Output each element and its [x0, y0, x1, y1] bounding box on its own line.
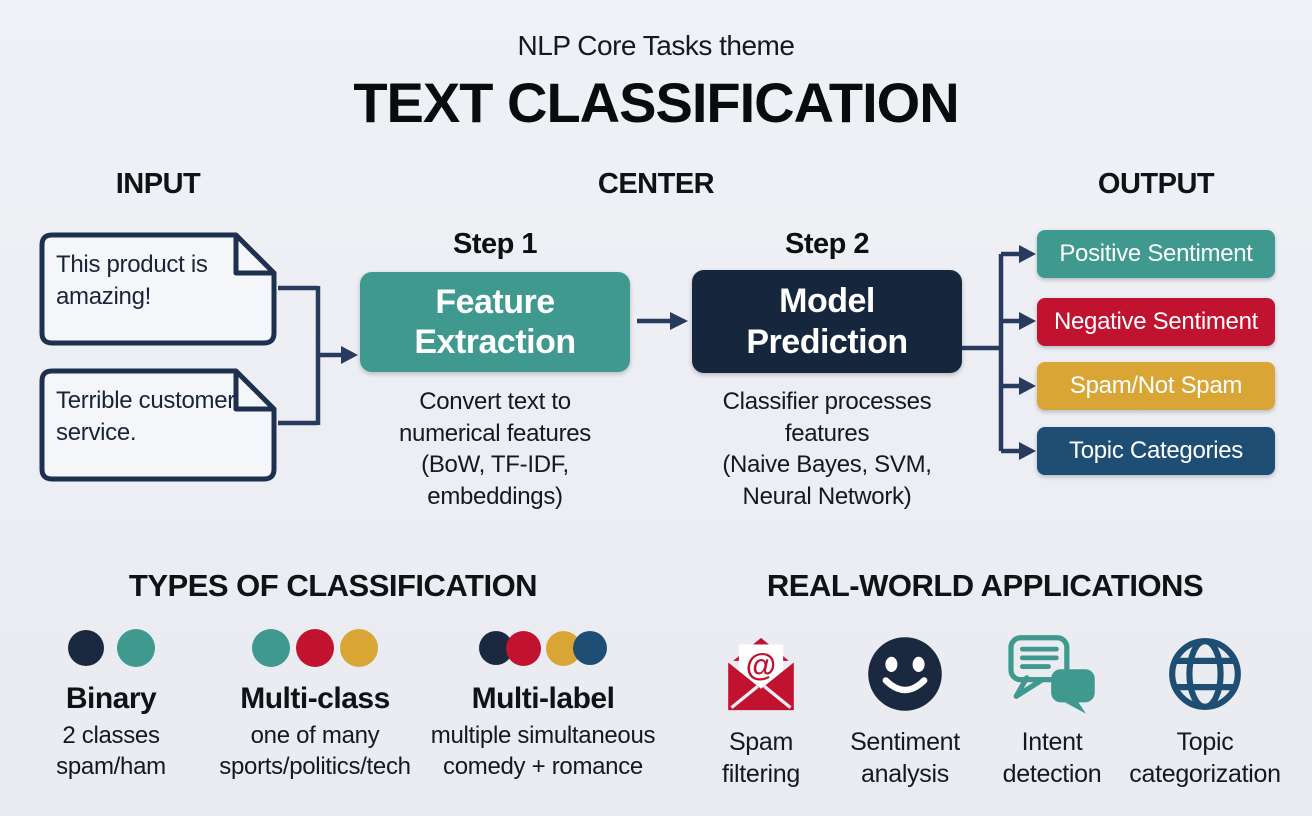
type-description: multiple simultaneous comedy + romance [430, 722, 656, 781]
input-text: This product is amazing! [56, 251, 208, 310]
output-topic-categories: Topic Categories [1037, 427, 1275, 475]
output-negative-sentiment: Negative Sentiment [1037, 298, 1275, 346]
type-description: one of many sports/politics/tech [219, 722, 411, 781]
applications-section-title: REAL-WORLD APPLICATIONS [766, 568, 1204, 603]
step1-description: Convert text to numerical features (BoW,… [398, 388, 592, 511]
type-name: Binary [65, 682, 157, 715]
type-multi-label: Multi-label multiple simultaneous comedy… [428, 628, 658, 782]
app-label: Sentiment analysis [850, 728, 960, 788]
theme-subtitle: NLP Core Tasks theme [517, 30, 795, 61]
app-sentiment-analysis: Sentiment analysis [830, 630, 980, 790]
globe-icon [1118, 630, 1292, 718]
input-document-1: This product is amazing! [38, 231, 278, 347]
document-outline-icon [39, 368, 277, 482]
input-document-2: Terrible customer service. [38, 367, 278, 483]
center-section-label: CENTER [597, 168, 715, 200]
type-multi-class: Multi-class one of many sports/politics/… [210, 628, 420, 782]
email-at-icon: @ [686, 630, 836, 718]
model-prediction-box: Model Prediction [692, 270, 962, 373]
type-description: 2 classes spam/ham [56, 722, 166, 781]
app-label: Topic categorization [1129, 728, 1281, 788]
smiley-face-icon [830, 630, 980, 718]
binary-dots-icon [36, 628, 186, 668]
page-title: TEXT CLASSIFICATION [353, 71, 959, 134]
input-text: Terrible customer service. [56, 387, 235, 446]
step2-description: Classifier processes features (Naive Bay… [722, 388, 932, 511]
type-name: Multi-label [471, 682, 615, 715]
output-positive-sentiment: Positive Sentiment [1037, 230, 1275, 278]
input-section-label: INPUT [115, 168, 201, 200]
app-label: Intent detection [1002, 728, 1102, 788]
document-outline-icon [39, 232, 277, 346]
type-name: Multi-class [240, 682, 390, 715]
app-intent-detection: Intent detection [977, 630, 1127, 790]
multi-label-dots-icon [428, 628, 658, 668]
output-section-label: OUTPUT [1097, 168, 1215, 200]
chat-bubbles-icon [977, 630, 1127, 718]
app-topic-categorization: Topic categorization [1118, 630, 1292, 790]
step1-label: Step 1 [452, 228, 538, 260]
svg-text:@: @ [746, 648, 776, 683]
multi-class-dots-icon [210, 628, 420, 668]
output-spam-not-spam: Spam/Not Spam [1037, 362, 1275, 410]
app-spam-filtering: @ Spam filtering [686, 630, 836, 790]
type-binary: Binary 2 classes spam/ham [36, 628, 186, 782]
app-label: Spam filtering [722, 728, 800, 788]
feature-extraction-box: Feature Extraction [360, 272, 630, 372]
types-section-title: TYPES OF CLASSIFICATION [128, 568, 538, 603]
step2-label: Step 2 [784, 228, 870, 260]
